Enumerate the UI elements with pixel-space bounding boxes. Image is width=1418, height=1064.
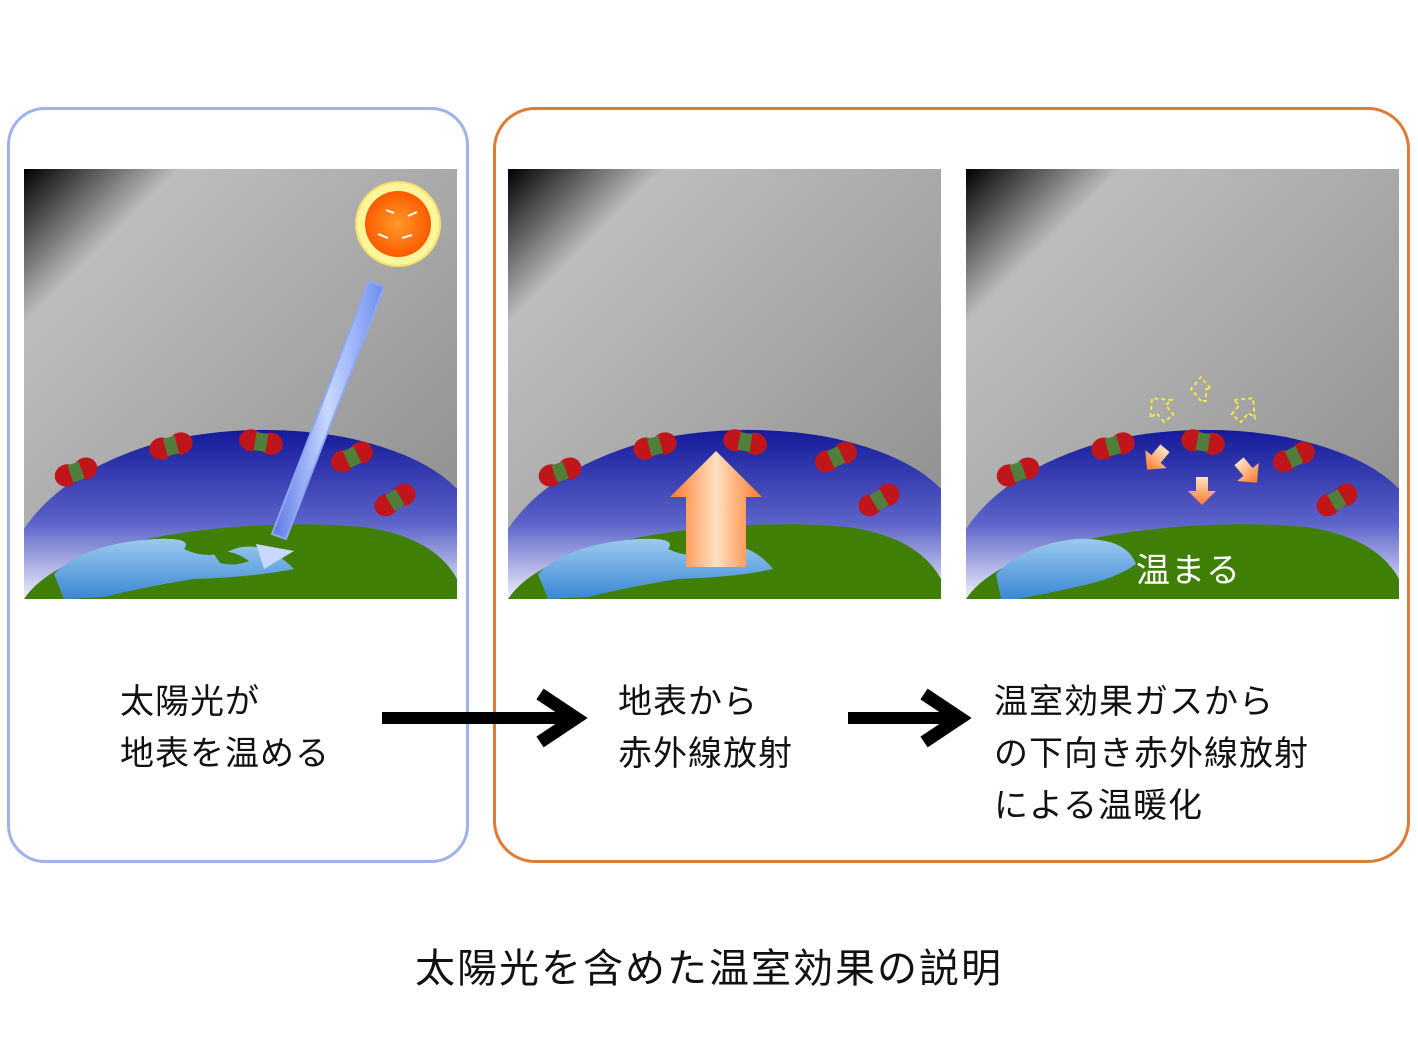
sunlight-panel (24, 169, 457, 599)
flow-arrow-icon (382, 688, 588, 748)
greenhouse-gas-molecule-icon (538, 429, 900, 517)
sun-icon (355, 181, 441, 267)
greenhouse-gas-molecule-icon (54, 429, 416, 517)
infrared-up-arrow-icon (670, 451, 762, 567)
flow-arrow-icon (848, 688, 971, 748)
sunlight-arrow-icon (256, 279, 386, 569)
downward-ir-arrow-icon (1145, 444, 1259, 505)
back-radiation-panel (966, 169, 1399, 599)
greenhouse-gas-molecule-icon (996, 429, 1358, 517)
caption-surface-infrared-emission: 地表から 赤外線放射 (618, 682, 793, 774)
outgoing-ir-arrow-icon (1149, 375, 1256, 424)
infrared-emission-panel (508, 169, 941, 599)
figure-caption: 太陽光を含めた温室効果の説明 (415, 946, 1003, 992)
caption-sunlight-warms-surface: 太陽光が 地表を温める (120, 682, 330, 774)
caption-back-radiation-warming: 温室効果ガスから の下向き赤外線放射 による温暖化 (994, 682, 1309, 826)
warming-label: 温まる (1136, 551, 1241, 591)
